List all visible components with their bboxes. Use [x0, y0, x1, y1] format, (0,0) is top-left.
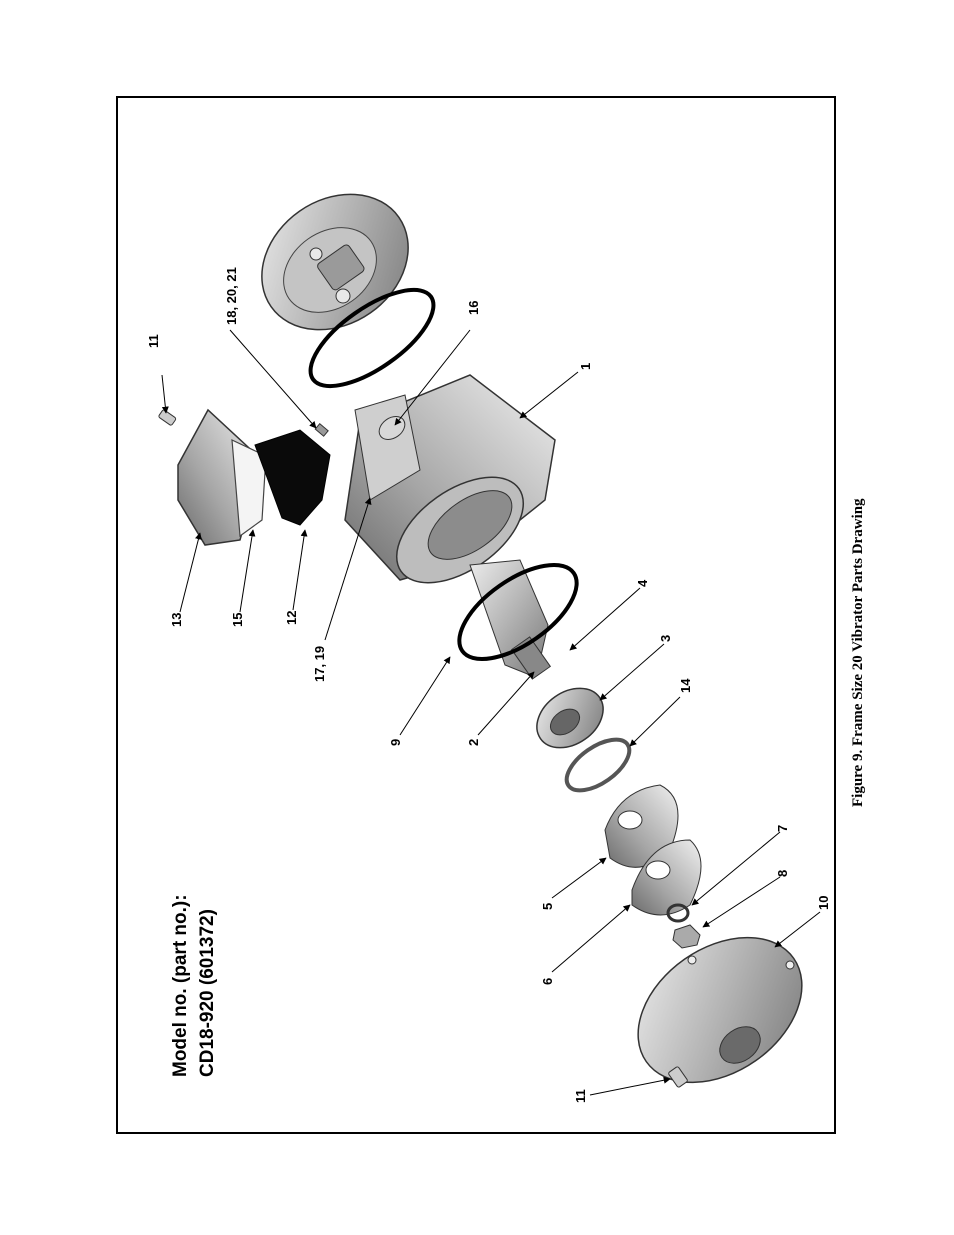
callout-1: 1 — [578, 363, 593, 370]
washer — [666, 903, 690, 923]
callout-11-bottom: 11 — [573, 1089, 588, 1103]
gasket — [231, 439, 267, 538]
o-ring-top — [308, 287, 436, 389]
model-number: CD18-920 (601372) — [197, 909, 218, 1077]
callout-16: 16 — [466, 301, 481, 315]
model-label: Model no. (part no.): — [170, 894, 191, 1077]
insulation-block — [254, 429, 331, 526]
end-cover-bottom — [637, 936, 803, 1084]
bolt-top — [158, 409, 177, 426]
callout-7: 7 — [775, 825, 790, 832]
callout-10: 10 — [816, 896, 831, 910]
callout-6: 6 — [540, 978, 555, 985]
o-ring-middle — [457, 563, 579, 661]
housing — [344, 374, 556, 584]
bolt-bottom — [668, 1066, 688, 1088]
callout-17-19: 17, 19 — [312, 646, 327, 682]
callout-2: 2 — [466, 739, 481, 746]
bearing — [536, 687, 604, 749]
callout-15: 15 — [230, 613, 245, 627]
eccentric-weight-5 — [604, 784, 679, 868]
callout-11-top: 11 — [146, 334, 161, 348]
callout-18-20-21: 18, 20, 21 — [224, 267, 239, 325]
figure-caption: Figure 9. Frame Size 20 Vibrator Parts D… — [850, 498, 866, 807]
retaining-ring — [564, 737, 632, 793]
callout-3: 3 — [658, 635, 673, 642]
callout-5: 5 — [540, 903, 555, 910]
eccentric-weight-6 — [631, 839, 702, 916]
nut — [672, 924, 701, 949]
screw — [314, 423, 329, 437]
end-cover-top — [261, 193, 409, 331]
callout-14: 14 — [678, 678, 693, 693]
callout-8: 8 — [775, 870, 790, 877]
callout-12: 12 — [284, 611, 299, 625]
drawing-frame — [116, 96, 836, 1134]
leader-lines — [161, 329, 821, 1096]
callout-13: 13 — [169, 613, 184, 627]
callout-9: 9 — [388, 739, 403, 746]
callout-4: 4 — [635, 579, 650, 587]
